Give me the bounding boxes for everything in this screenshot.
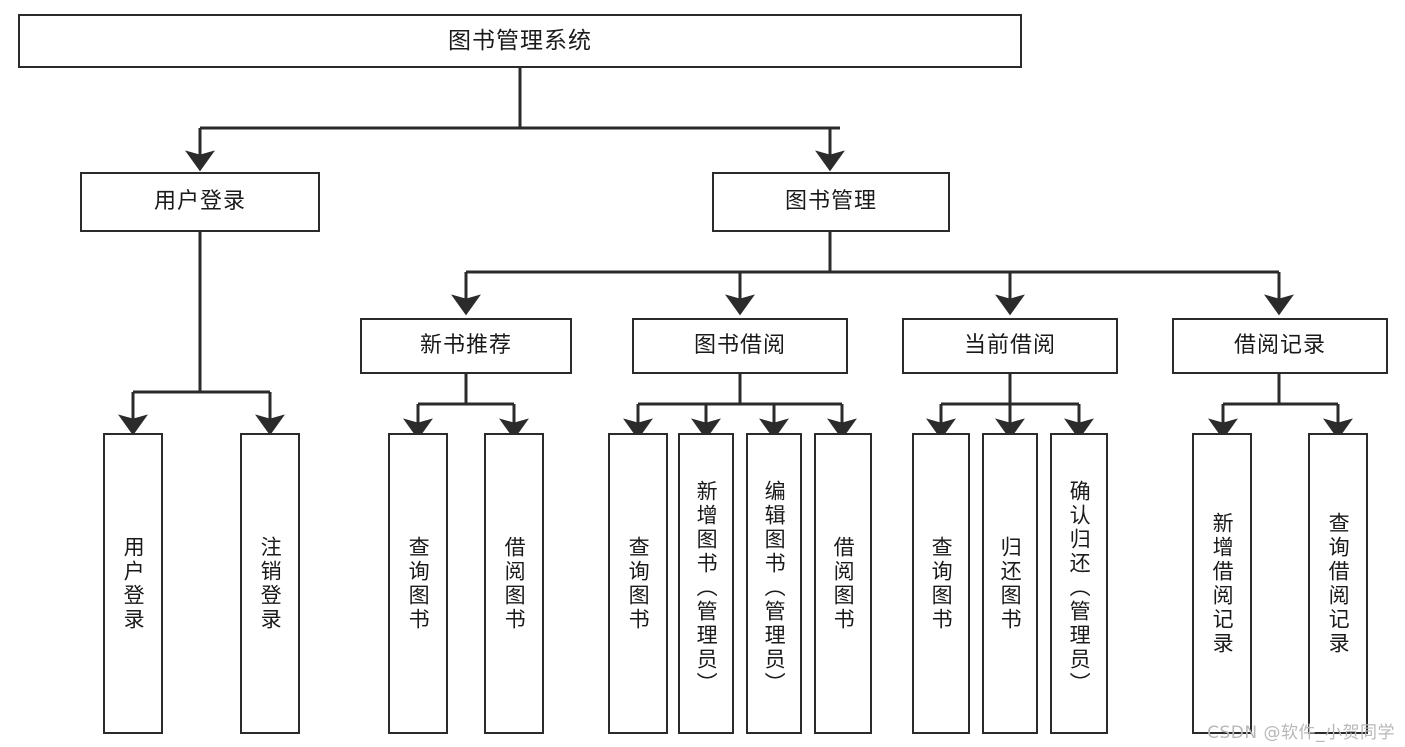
- node-borrowing-record[interactable]: 借阅记录: [1172, 318, 1388, 374]
- node-label: 新增图书（管理员）: [694, 479, 719, 696]
- node-label: 用户登录: [121, 535, 146, 632]
- node-new-book-recommendation[interactable]: 新书推荐: [360, 318, 572, 374]
- node-label: 用户登录: [153, 189, 246, 215]
- node-leaf-return-book[interactable]: 归还图书: [982, 433, 1038, 734]
- csdn-watermark: CSDN @软件_小贺同学: [1207, 723, 1395, 743]
- node-leaf-user-login[interactable]: 用户登录: [103, 433, 163, 734]
- node-label: 归还图书: [998, 535, 1023, 632]
- node-label: 图书借阅: [693, 333, 786, 359]
- node-leaf-user-logout[interactable]: 注销登录: [240, 433, 300, 734]
- node-label: 新书推荐: [419, 333, 512, 359]
- node-label: 确认归还（管理员）: [1067, 479, 1092, 696]
- node-label: 查询借阅记录: [1326, 511, 1351, 656]
- node-root-book-management-system[interactable]: 图书管理系统: [18, 14, 1022, 68]
- node-label: 新增借阅记录: [1210, 511, 1235, 656]
- node-label: 图书管理系统: [448, 27, 592, 54]
- node-leaf-borrow-book-borrowing[interactable]: 借阅图书: [814, 433, 872, 734]
- node-label: 查询图书: [626, 535, 651, 632]
- node-leaf-query-borrowing-record[interactable]: 查询借阅记录: [1308, 433, 1368, 734]
- node-leaf-query-book-recommend[interactable]: 查询图书: [388, 433, 448, 734]
- node-leaf-query-book-current[interactable]: 查询图书: [912, 433, 970, 734]
- node-current-borrowing[interactable]: 当前借阅: [902, 318, 1118, 374]
- node-leaf-edit-book-admin[interactable]: 编辑图书（管理员）: [746, 433, 802, 734]
- node-label: 查询图书: [929, 535, 954, 632]
- node-label: 借阅记录: [1233, 333, 1326, 359]
- node-label: 借阅图书: [831, 535, 856, 632]
- node-label: 借阅图书: [502, 535, 527, 632]
- node-leaf-add-borrowing-record[interactable]: 新增借阅记录: [1192, 433, 1252, 734]
- node-user-login[interactable]: 用户登录: [80, 172, 320, 232]
- node-leaf-add-book-admin[interactable]: 新增图书（管理员）: [678, 433, 734, 734]
- node-leaf-borrow-book-recommend[interactable]: 借阅图书: [484, 433, 544, 734]
- node-book-borrowing[interactable]: 图书借阅: [632, 318, 848, 374]
- node-label: 编辑图书（管理员）: [762, 479, 787, 696]
- node-label: 注销登录: [258, 535, 283, 632]
- node-leaf-query-book-borrowing[interactable]: 查询图书: [608, 433, 668, 734]
- node-label: 查询图书: [406, 535, 431, 632]
- node-label: 当前借阅: [963, 333, 1056, 359]
- node-leaf-confirm-return-admin[interactable]: 确认归还（管理员）: [1050, 433, 1108, 734]
- node-label: 图书管理: [784, 189, 877, 215]
- node-book-management[interactable]: 图书管理: [712, 172, 950, 232]
